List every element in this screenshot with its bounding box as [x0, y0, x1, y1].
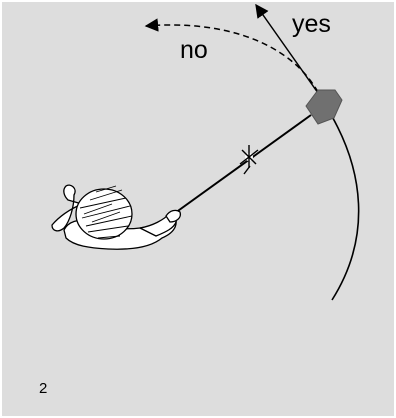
- gray-object-icon: [306, 90, 342, 124]
- yes-label: yes: [292, 12, 331, 37]
- curved-wall: [322, 100, 359, 300]
- no-label: no: [180, 38, 208, 63]
- page-number: 2: [39, 381, 47, 396]
- person-top-view-icon: [52, 185, 180, 249]
- flash-icon: [240, 145, 258, 174]
- pole-line: [175, 115, 311, 213]
